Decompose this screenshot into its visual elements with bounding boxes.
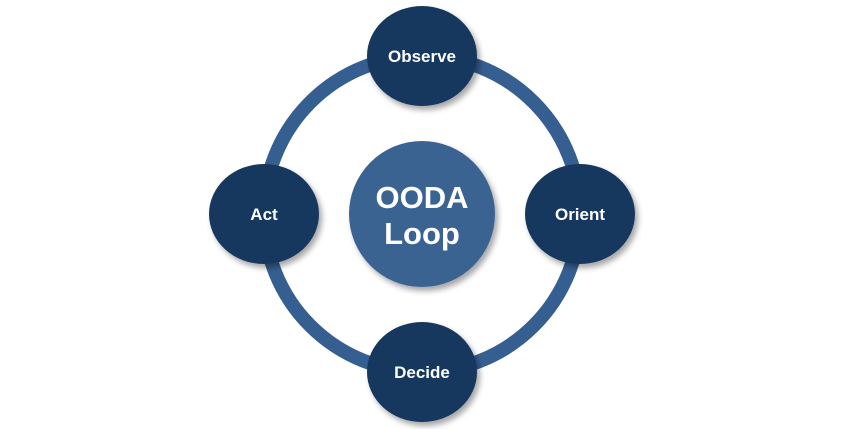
center-label-line1: OODA bbox=[376, 180, 469, 215]
node-act: Act bbox=[209, 164, 319, 264]
center-node: OODA Loop bbox=[349, 141, 495, 287]
node-observe-label: Observe bbox=[388, 47, 456, 66]
node-decide-shape bbox=[367, 322, 477, 422]
node-act-label: Act bbox=[250, 205, 278, 224]
node-orient: Orient bbox=[525, 164, 635, 264]
node-orient-shape bbox=[525, 164, 635, 264]
node-decide-label: Decide bbox=[394, 363, 450, 382]
node-act-shape bbox=[209, 164, 319, 264]
node-observe: Observe bbox=[367, 6, 477, 106]
node-decide: Decide bbox=[367, 322, 477, 422]
node-observe-shape bbox=[367, 6, 477, 106]
node-orient-label: Orient bbox=[555, 205, 605, 224]
center-circle bbox=[349, 141, 495, 287]
center-label-line2: Loop bbox=[384, 216, 460, 251]
